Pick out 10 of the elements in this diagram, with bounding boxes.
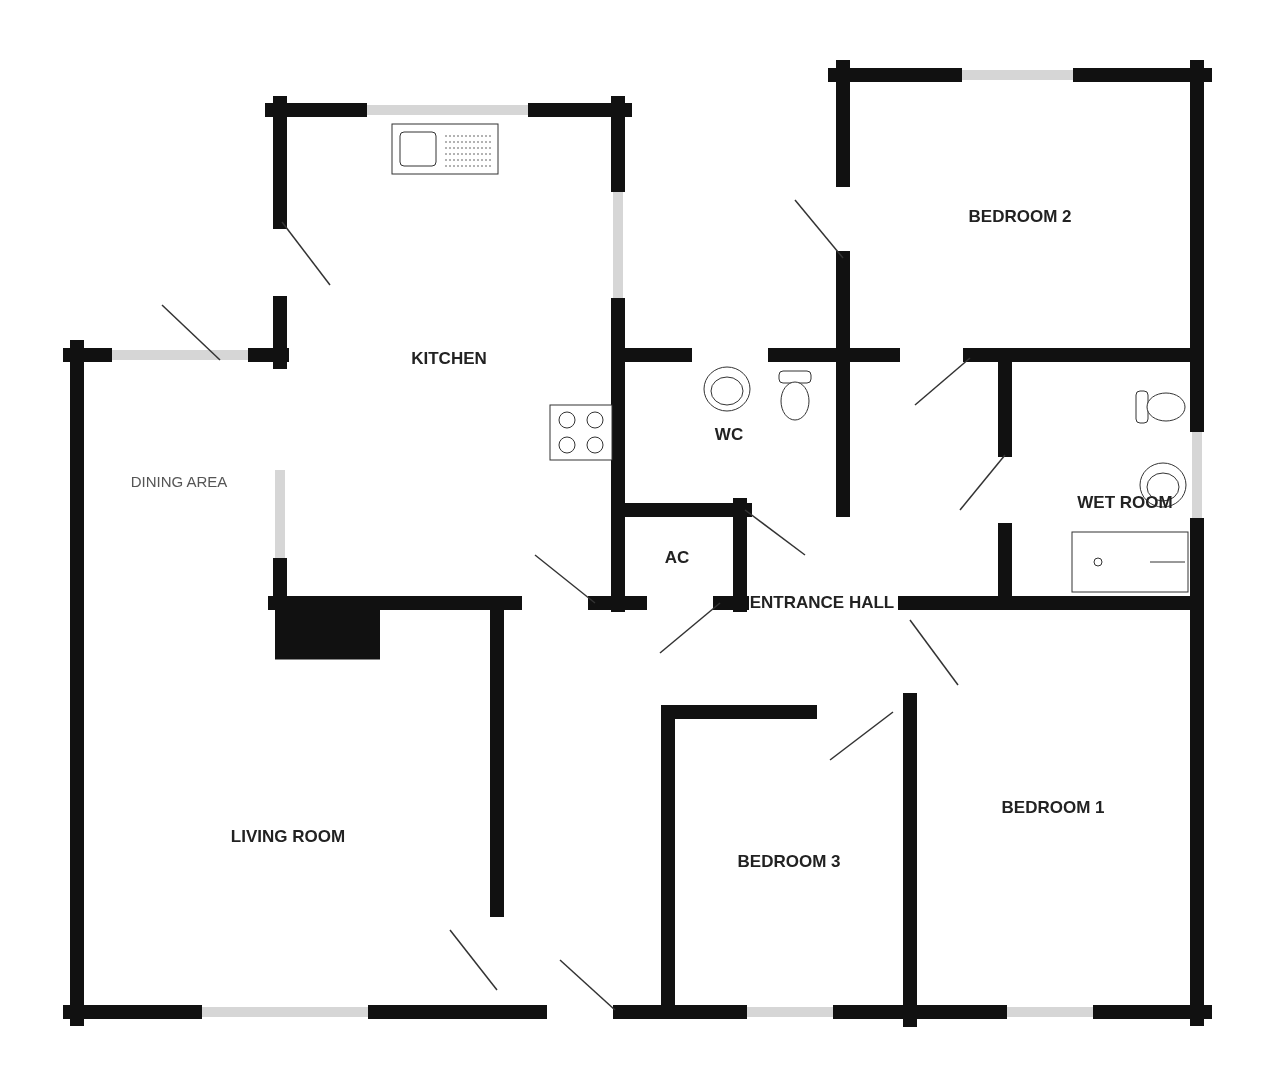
room-label: KITCHEN (411, 349, 487, 369)
room-label: BEDROOM 2 (968, 207, 1072, 227)
room-label: BEDROOM 3 (737, 852, 841, 872)
room-label: LIVING ROOM (230, 827, 346, 847)
room-label: WET ROOM (1077, 493, 1173, 513)
room-label: AC (664, 548, 690, 568)
room-label: DINING AREA (130, 472, 228, 490)
room-label: WC (714, 425, 744, 445)
room-label: BEDROOM 1 (1001, 798, 1105, 818)
room-label: ENTRANCE HALL (749, 593, 895, 613)
